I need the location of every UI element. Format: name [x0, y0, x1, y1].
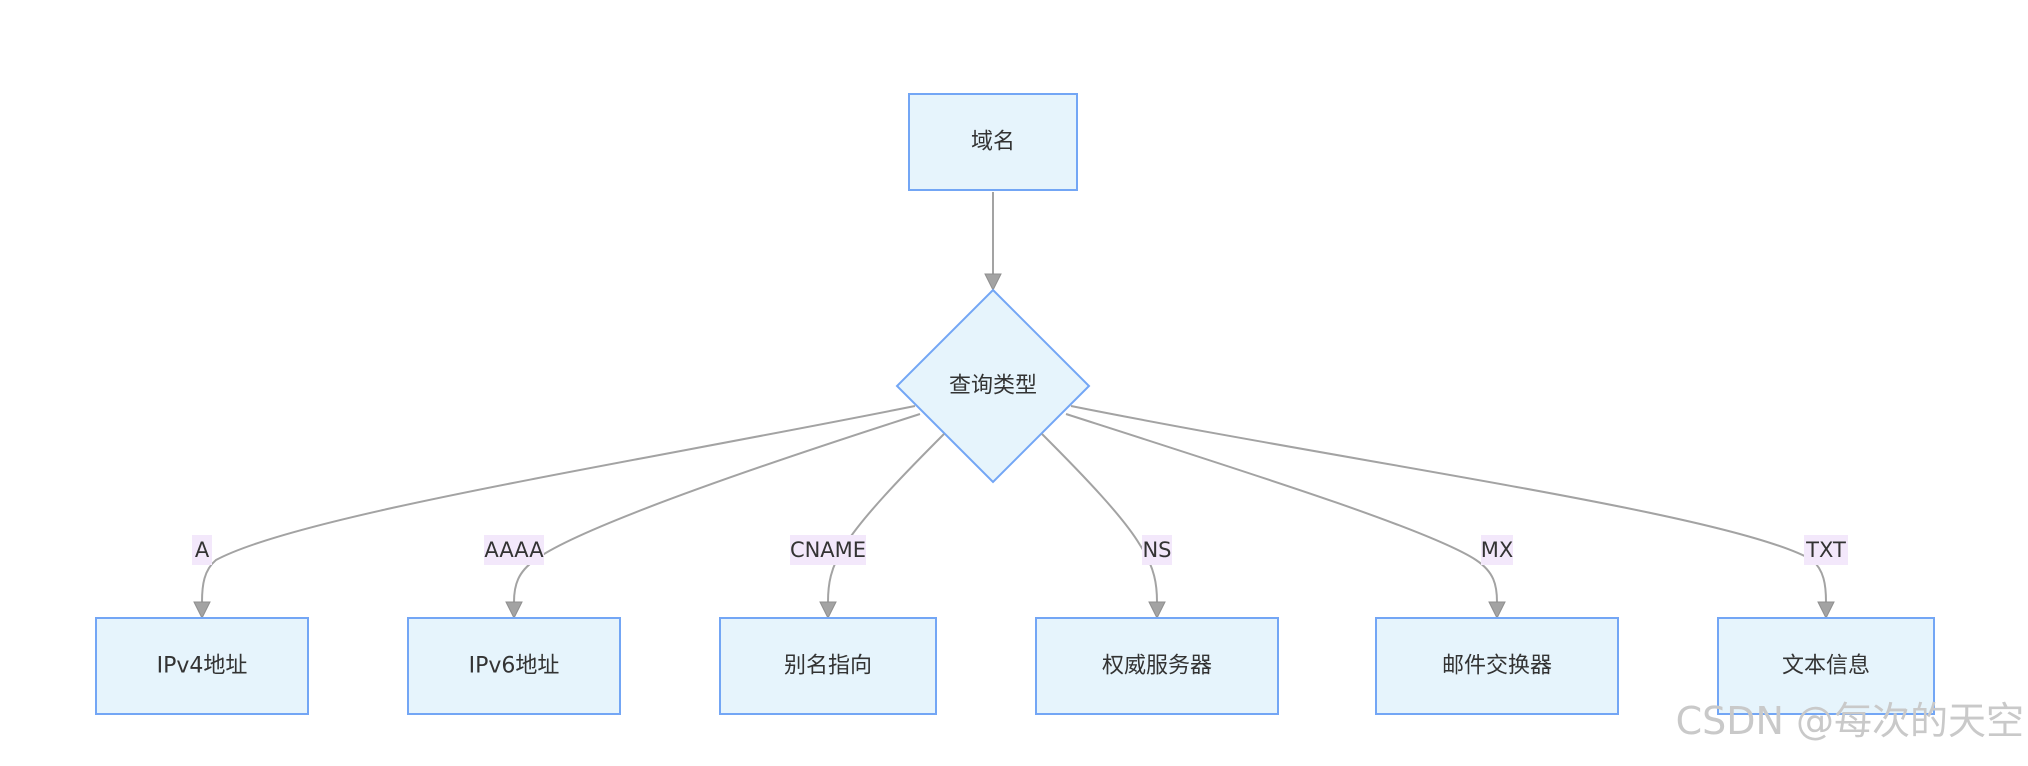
arrowhead-a [193, 601, 211, 620]
edge-path-a [201, 405, 916, 603]
edge-label-bg-mx [1481, 535, 1513, 565]
edge-label-bg-aaaa [484, 535, 544, 565]
node-decision-label: 查询类型 [949, 374, 1037, 399]
edge-decision-to-cname: CNAME [790, 433, 945, 620]
edge-label-bg-a [192, 535, 212, 565]
arrowhead-cname [819, 601, 837, 620]
arrowhead-ns [1148, 601, 1166, 620]
edge-label-txt: TXT [1805, 538, 1846, 562]
edge-path-aaaa [513, 413, 921, 603]
edge-path-mx [1065, 413, 1498, 603]
edge-path-cname [827, 433, 945, 603]
node-authoritative-server-label: 权威服务器 [1102, 654, 1212, 679]
edge-decision-to-a: A [192, 405, 916, 620]
node-root-box [908, 93, 1078, 191]
node-ipv6-box [407, 617, 621, 715]
node-ipv4: IPv4地址 [95, 617, 309, 715]
edge-label-bg-ns [1142, 535, 1172, 565]
node-alias-box [719, 617, 937, 715]
watermark: CSDN @每次的天空 [1676, 699, 2024, 743]
arrowhead-root-to-decision [984, 273, 1002, 292]
node-text-info: 文本信息 [1717, 617, 1935, 715]
node-alias-label: 别名指向 [784, 654, 872, 679]
edge-decision-to-mx: MX [1065, 413, 1514, 620]
edge-label-bg-txt [1804, 535, 1848, 565]
node-alias: 别名指向 [719, 617, 937, 715]
node-ipv6: IPv6地址 [407, 617, 621, 715]
arrowhead-aaaa [505, 601, 523, 620]
node-root-label: 域名 [971, 130, 1015, 155]
arrowhead-mx [1488, 601, 1506, 620]
node-ipv4-box [95, 617, 309, 715]
node-root: 域名 [908, 93, 1078, 191]
node-decision-diamond [895, 288, 1091, 484]
node-authoritative-server-box [1035, 617, 1279, 715]
node-mail-exchanger: 邮件交换器 [1375, 617, 1619, 715]
node-decision: 查询类型 [895, 288, 1091, 484]
edge-label-ns: NS [1142, 538, 1171, 562]
edge-label-aaaa: AAAA [484, 538, 544, 562]
node-ipv6-label: IPv6地址 [469, 654, 560, 679]
node-text-info-box [1717, 617, 1935, 715]
node-authoritative-server: 权威服务器 [1035, 617, 1279, 715]
edge-decision-to-ns: NS [1041, 433, 1172, 620]
arrowhead-txt [1817, 601, 1835, 620]
edge-decision-to-txt: TXT [1070, 405, 1848, 620]
edge-decision-to-aaaa: AAAA [484, 413, 921, 620]
node-ipv4-label: IPv4地址 [157, 654, 248, 679]
edge-path-txt [1070, 405, 1827, 603]
edge-path-ns [1041, 433, 1158, 603]
node-text-info-label: 文本信息 [1782, 654, 1870, 679]
edge-label-a: A [195, 538, 210, 562]
node-mail-exchanger-label: 邮件交换器 [1442, 654, 1552, 679]
node-mail-exchanger-box [1375, 617, 1619, 715]
edge-label-cname: CNAME [790, 538, 866, 562]
edge-label-bg-cname [790, 535, 866, 565]
edge-label-mx: MX [1481, 538, 1514, 562]
